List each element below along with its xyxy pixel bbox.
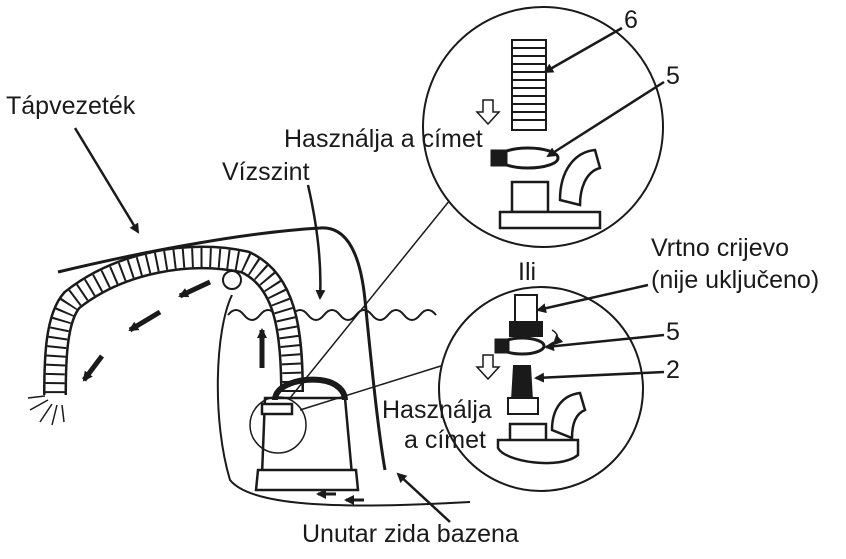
use-clamp-label-top: Használja a címet: [284, 125, 483, 153]
garden-hose-label-line1: Vrtno crijevo: [651, 234, 790, 262]
part-number-5-bottom: 5: [666, 318, 680, 346]
pointer-2: [534, 370, 665, 383]
or-label: Ili: [518, 258, 537, 286]
pool-wall-outline: [216, 294, 471, 507]
pool-wall-label: Unutar zida bazena: [302, 520, 519, 548]
down-arrow-bottom: [475, 354, 501, 381]
garden-hose-fitting: [509, 294, 543, 337]
hose-clamp-5-bottom: [494, 336, 546, 356]
pump-outlet-top: [498, 148, 602, 230]
down-arrow-top: [475, 99, 501, 126]
discharge-hose: [43, 245, 304, 396]
flow-arrows: [82, 279, 212, 382]
pump-inlet-arrows: [316, 489, 364, 505]
hose-clamp-5-top: [490, 146, 560, 170]
pump-body: [254, 376, 360, 492]
twist-arrow: [551, 329, 564, 346]
part-number-6: 6: [624, 6, 638, 34]
hose-adapter-2: [507, 365, 539, 415]
outlet-detail-circle: [249, 396, 307, 454]
lower-detail-circle: [438, 286, 644, 492]
part-number-2: 2: [666, 356, 680, 384]
hose-hook-ring: [222, 270, 242, 290]
pointer-5-top: [546, 80, 665, 158]
callout-line-bottom: [299, 359, 461, 411]
power-cord-label: Tápvezeték: [6, 92, 136, 120]
pointer-6: [543, 26, 623, 74]
water-spray: [27, 395, 65, 426]
part-number-5-top: 5: [666, 62, 680, 90]
pointer-pool-wall: [396, 472, 451, 523]
pump-outlet-bottom: [496, 391, 587, 465]
callout-line-top: [289, 199, 451, 399]
corrugated-hose-6: [511, 39, 547, 131]
pointer-water-level: [306, 184, 326, 300]
water-level-wave: [227, 309, 437, 321]
pointer-power-cord: [73, 127, 140, 234]
use-clamp-label-bottom-line1: Használja: [382, 396, 492, 424]
use-clamp-label-bottom-line2: a címet: [404, 426, 486, 454]
garden-hose-label-line2: (nije uključeno): [651, 266, 820, 294]
pointer-5-bottom: [544, 333, 665, 352]
water-level-label: Vízszint: [222, 158, 310, 186]
pointer-garden-hose: [536, 283, 649, 314]
